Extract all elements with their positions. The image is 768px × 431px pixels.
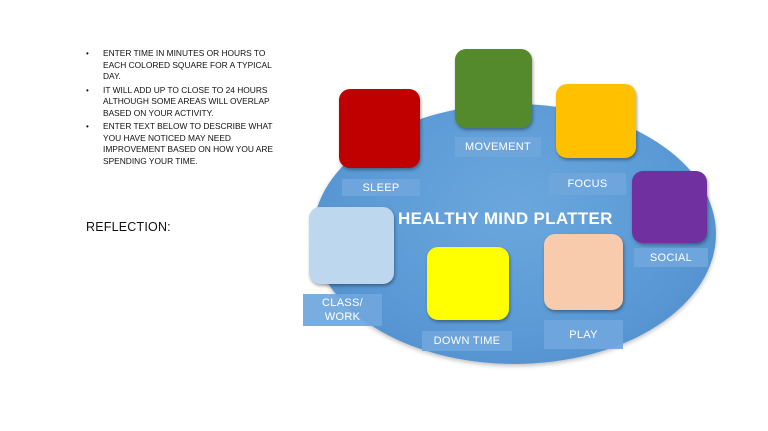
focus-label: FOCUS [549, 173, 626, 195]
focus-square[interactable] [556, 84, 636, 158]
instruction-text: IT WILL ADD UP TO CLOSE TO 24 HOURS ALTH… [103, 84, 270, 118]
sleep-square[interactable] [339, 89, 420, 168]
movement-label: MOVEMENT [455, 137, 541, 157]
class-work-label: CLASS/ WORK [303, 294, 382, 326]
instruction-item: • IT WILL ADD UP TO CLOSE TO 24 HOURS ALT… [86, 85, 286, 120]
instruction-item: • ENTER TIME IN MINUTES OR HOURS TO EACH … [86, 48, 286, 83]
social-square[interactable] [632, 171, 707, 243]
play-square[interactable] [544, 234, 623, 310]
down-time-label: DOWN TIME [422, 331, 512, 351]
class-work-square[interactable] [309, 207, 394, 284]
bullet: • [86, 85, 89, 95]
bullet: • [86, 49, 89, 58]
instruction-text: ENTER TIME IN MINUTES OR HOURS TO EACH C… [103, 48, 272, 81]
instruction-text: ENTER TEXT BELOW TO DESCRIBE WHAT YOU HA… [103, 121, 274, 166]
instructions-list: • ENTER TIME IN MINUTES OR HOURS TO EACH … [86, 48, 286, 169]
instruction-item: • ENTER TEXT BELOW TO DESCRIBE WHAT YOU H… [86, 121, 286, 167]
platter-title: HEALTHY MIND PLATTER [398, 209, 613, 228]
sleep-label: SLEEP [342, 179, 420, 196]
reflection-label[interactable]: REFLECTION: [86, 220, 171, 234]
bullet: • [86, 122, 89, 131]
down-time-square[interactable] [427, 247, 509, 320]
social-label: SOCIAL [634, 248, 708, 267]
play-label: PLAY [544, 320, 623, 349]
movement-square[interactable] [455, 49, 532, 128]
